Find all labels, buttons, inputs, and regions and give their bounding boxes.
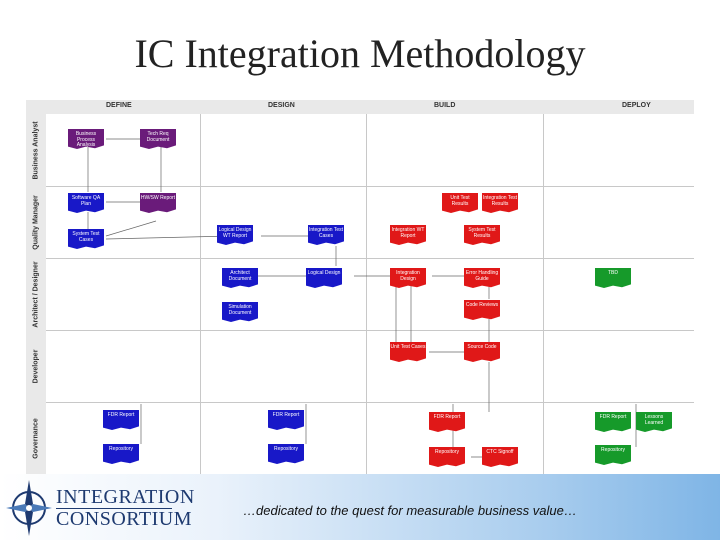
node-repository-build: Repository bbox=[429, 447, 465, 467]
methodology-diagram: DEFINE DESIGN BUILD DEPLOY Business Anal… bbox=[26, 100, 694, 475]
compass-logo-icon bbox=[6, 480, 52, 536]
phase-define: DEFINE bbox=[106, 102, 132, 109]
phase-build: BUILD bbox=[434, 102, 456, 109]
node-system-test-results: System Test Results bbox=[464, 225, 500, 245]
node-source-code: Source Code bbox=[464, 342, 500, 362]
phase-design: DESIGN bbox=[268, 102, 295, 109]
node-tech-req-document: Tech Req Document bbox=[140, 129, 176, 149]
node-integration-test-cases: Integration Test Cases bbox=[308, 225, 344, 245]
lane-governance: Governance bbox=[32, 418, 40, 459]
node-simulation-document: Simulation Document bbox=[222, 302, 258, 322]
node-fdr-report-define: FDR Report bbox=[103, 410, 139, 430]
lane-divider bbox=[46, 402, 694, 403]
node-ctc-signoff: CTC Signoff bbox=[482, 447, 518, 467]
node-code-reviews: Code Reviews bbox=[464, 300, 500, 320]
logo-line-1: INTEGRATION bbox=[56, 486, 195, 508]
lane-quality-manager: Quality Manager bbox=[32, 194, 40, 250]
node-integration-design: Integration Design bbox=[390, 268, 426, 288]
lane-divider bbox=[46, 330, 694, 331]
logo-line-2: CONSORTIUM bbox=[56, 508, 193, 530]
node-integration-wt-report: Integration WT Report bbox=[390, 225, 426, 245]
node-fdr-report-design: FDR Report bbox=[268, 410, 304, 430]
lane-divider bbox=[46, 258, 694, 259]
diagram-grid bbox=[46, 114, 694, 475]
lane-architect-designer: Architect / Designer bbox=[32, 260, 40, 328]
node-error-handling-guide: Error Handling Guide bbox=[464, 268, 500, 288]
node-hw-sw-report: HW/SW Report bbox=[140, 193, 176, 213]
phase-divider bbox=[200, 114, 201, 475]
node-logical-design-wt-report: Logical Design WT Report bbox=[217, 225, 253, 245]
node-repository-design: Repository bbox=[268, 444, 304, 464]
node-repository-deploy: Repository bbox=[595, 445, 631, 465]
node-logical-design: Logical Design bbox=[306, 268, 342, 288]
phase-deploy: DEPLOY bbox=[622, 102, 651, 109]
footer-bar bbox=[0, 474, 720, 540]
connector-lines bbox=[87, 138, 668, 458]
page-title: IC Integration Methodology bbox=[134, 31, 586, 76]
node-architect-document: Architect Document bbox=[222, 268, 258, 288]
node-unit-test-results: Unit Test Results bbox=[442, 193, 478, 213]
phase-divider bbox=[366, 114, 367, 475]
logo-divider bbox=[56, 508, 172, 509]
lane-divider bbox=[46, 186, 694, 187]
lane-business-analyst: Business Analyst bbox=[32, 120, 40, 180]
node-integration-test-results: Integration Test Results bbox=[482, 193, 518, 213]
node-software-qa-plan: Software QA Plan bbox=[68, 193, 104, 213]
node-fdr-report-deploy: FDR Report bbox=[595, 412, 631, 432]
node-business-process-analysis: Business Process Analysis bbox=[68, 129, 104, 149]
node-repository-define: Repository bbox=[103, 444, 139, 464]
phase-divider bbox=[543, 114, 544, 475]
node-lessons-learned: Lessons Learned bbox=[636, 412, 672, 432]
node-tbd: TBD bbox=[595, 268, 631, 288]
lane-developer: Developer bbox=[32, 349, 40, 383]
node-unit-test-cases: Unit Test Cases bbox=[390, 342, 426, 362]
node-fdr-report-build: FDR Report bbox=[429, 412, 465, 432]
tagline: …dedicated to the quest for measurable b… bbox=[243, 503, 577, 518]
node-system-test-cases: System Test Cases bbox=[68, 229, 104, 249]
